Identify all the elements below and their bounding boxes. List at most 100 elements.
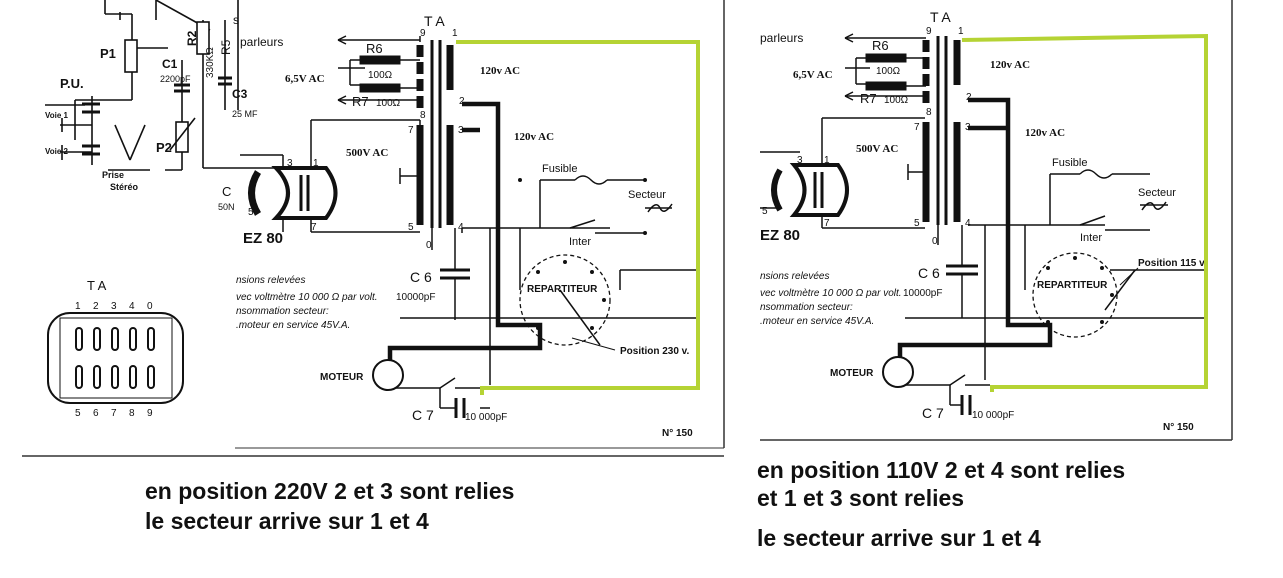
r6-label: R6 [366, 41, 383, 56]
pin-4: 4 [458, 222, 464, 233]
pin-1: 1 [452, 28, 458, 39]
r-mains-path-highlight [961, 33, 1208, 392]
v500-label: 500V AC [346, 147, 388, 159]
r-v120a-label: 120v AC [990, 59, 1030, 71]
ez-pin-1: 1 [313, 158, 319, 169]
r-r6-value: 100Ω [876, 66, 901, 77]
right-caption-line-3: le secteur arrive sur 1 et 4 [757, 525, 1041, 551]
r-v500-label: 500V AC [856, 143, 898, 155]
c7-label: C 7 [412, 407, 434, 423]
r5-label: R5 [219, 39, 233, 55]
r-r6-label: R6 [872, 38, 889, 53]
r-v65-label: 6,5V AC [793, 69, 833, 81]
right-caption-line-1: en position 110V 2 et 4 sont relies [757, 457, 1126, 483]
pin-3: 3 [458, 125, 464, 136]
ta-box-pin-1: 1 [75, 301, 81, 312]
repartiteur-switch [519, 254, 611, 346]
ez80-valve [240, 119, 420, 233]
s-label: s [233, 13, 239, 27]
pin-2: 2 [459, 96, 465, 107]
r-mains-wiring [895, 169, 1205, 406]
ez-pin-7: 7 [311, 222, 317, 233]
ta-connector-box [47, 312, 184, 404]
left-caption-line-2: le secteur arrive sur 1 et 4 [145, 508, 429, 534]
c7-value: 10 000pF [465, 412, 507, 423]
ta-box-pin-3: 3 [111, 301, 117, 312]
c1-label: C1 [162, 57, 178, 71]
input-circuit [45, 0, 280, 171]
right-caption-line-2: et 1 et 3 sont relies [757, 485, 965, 511]
pin-7: 7 [408, 125, 414, 136]
r-ta-title: T A [930, 9, 951, 25]
transformer-ta [337, 35, 454, 250]
r-moteur-symbol [882, 356, 914, 388]
ez80-label: EZ 80 [243, 230, 283, 247]
ta-box-pin-5: 5 [75, 408, 81, 419]
r-note-line-3: nsommation secteur: [760, 302, 853, 313]
r-page-number: N° 150 [1163, 422, 1194, 433]
r-pin-7: 7 [914, 122, 920, 133]
r7-value: 100Ω [376, 98, 401, 109]
r-ez-pin-5: 5 [762, 206, 768, 217]
ez-pin-5: 5 [248, 207, 254, 218]
pu-label: P.U. [60, 76, 84, 91]
r-c7-capacitor [960, 395, 972, 415]
r-parleurs-label: parleurs [760, 31, 803, 45]
r-ez80-label: EZ 80 [760, 227, 800, 244]
r-inter-label: Inter [1080, 232, 1102, 244]
r-position-label: Position 115 v [1138, 258, 1205, 269]
fuse-dot-1 [518, 178, 522, 182]
r-fusible-label: Fusible [1052, 157, 1087, 169]
c6-value: 10000pF [396, 292, 435, 303]
r-moteur-label: MOTEUR [830, 368, 874, 379]
moteur-symbol [372, 359, 404, 391]
c3-label: C3 [232, 87, 248, 101]
prise-label: Prise [102, 170, 124, 180]
r-r7-value: 100Ω [884, 95, 909, 106]
c-left-label: C [222, 184, 231, 199]
voie2-label: Voie 2 [45, 147, 69, 156]
highlighted-conductors [387, 101, 543, 362]
r-highlighted-conductors [897, 97, 1053, 360]
ta-box-pin-7: 7 [111, 408, 117, 419]
position-arrow [571, 337, 616, 351]
voie1-label: Voie 1 [45, 111, 69, 120]
r-ez-pin-3: 3 [797, 155, 803, 166]
r-secteur-symbol [1140, 201, 1168, 211]
r-pin-9: 9 [926, 26, 932, 37]
r-ez-pin-7: 7 [824, 218, 830, 229]
secteur-label: Secteur [628, 189, 666, 201]
note-line-1: nsions relevées [236, 275, 305, 286]
r7-label: R7 [352, 94, 369, 109]
c7-capacitor [454, 398, 466, 418]
p1-label: P1 [100, 46, 116, 61]
r2-label: R2 [185, 30, 199, 46]
v120b-label: 120v AC [514, 131, 554, 143]
r-ez-pin-1: 1 [824, 155, 830, 166]
r-c6-value: 10000pF [903, 288, 942, 299]
left-caption-line-1: en position 220V 2 et 3 sont relies [145, 478, 515, 504]
pin-0: 0 [426, 240, 432, 251]
fuse-dot-2 [643, 178, 647, 182]
r-pin-8: 8 [926, 107, 932, 118]
r-c7-label: C 7 [922, 405, 944, 421]
secteur-symbol [645, 203, 673, 213]
r-pin-5: 5 [914, 218, 920, 229]
pin-8: 8 [420, 110, 426, 121]
ta-box-pin-9: 9 [147, 408, 153, 419]
r-note-line-2: vec voltmètre 10 000 Ω par volt. [760, 288, 902, 299]
r-secteur-label: Secteur [1138, 187, 1176, 199]
c3-value: 25 MF [232, 109, 258, 119]
note-line-2: vec voltmètre 10 000 Ω par volt. [236, 292, 378, 303]
c6-label: C 6 [410, 269, 432, 285]
repartiteur-label: REPARTITEUR [527, 284, 598, 295]
r-repartiteur-contacts [1046, 256, 1114, 324]
ta-box-pin-0: 0 [147, 301, 153, 312]
pin-5: 5 [408, 222, 414, 233]
left-schematic: P1 C1 2200pF P2 R2 330KΩ R5 C3 25 MF s p… [22, 0, 725, 457]
r-pin-0: 0 [932, 236, 938, 247]
r-note-line-1: nsions relevées [760, 271, 829, 282]
inter-dot [643, 231, 647, 235]
page-number: N° 150 [662, 428, 693, 439]
position-label: Position 230 v. [620, 346, 690, 357]
